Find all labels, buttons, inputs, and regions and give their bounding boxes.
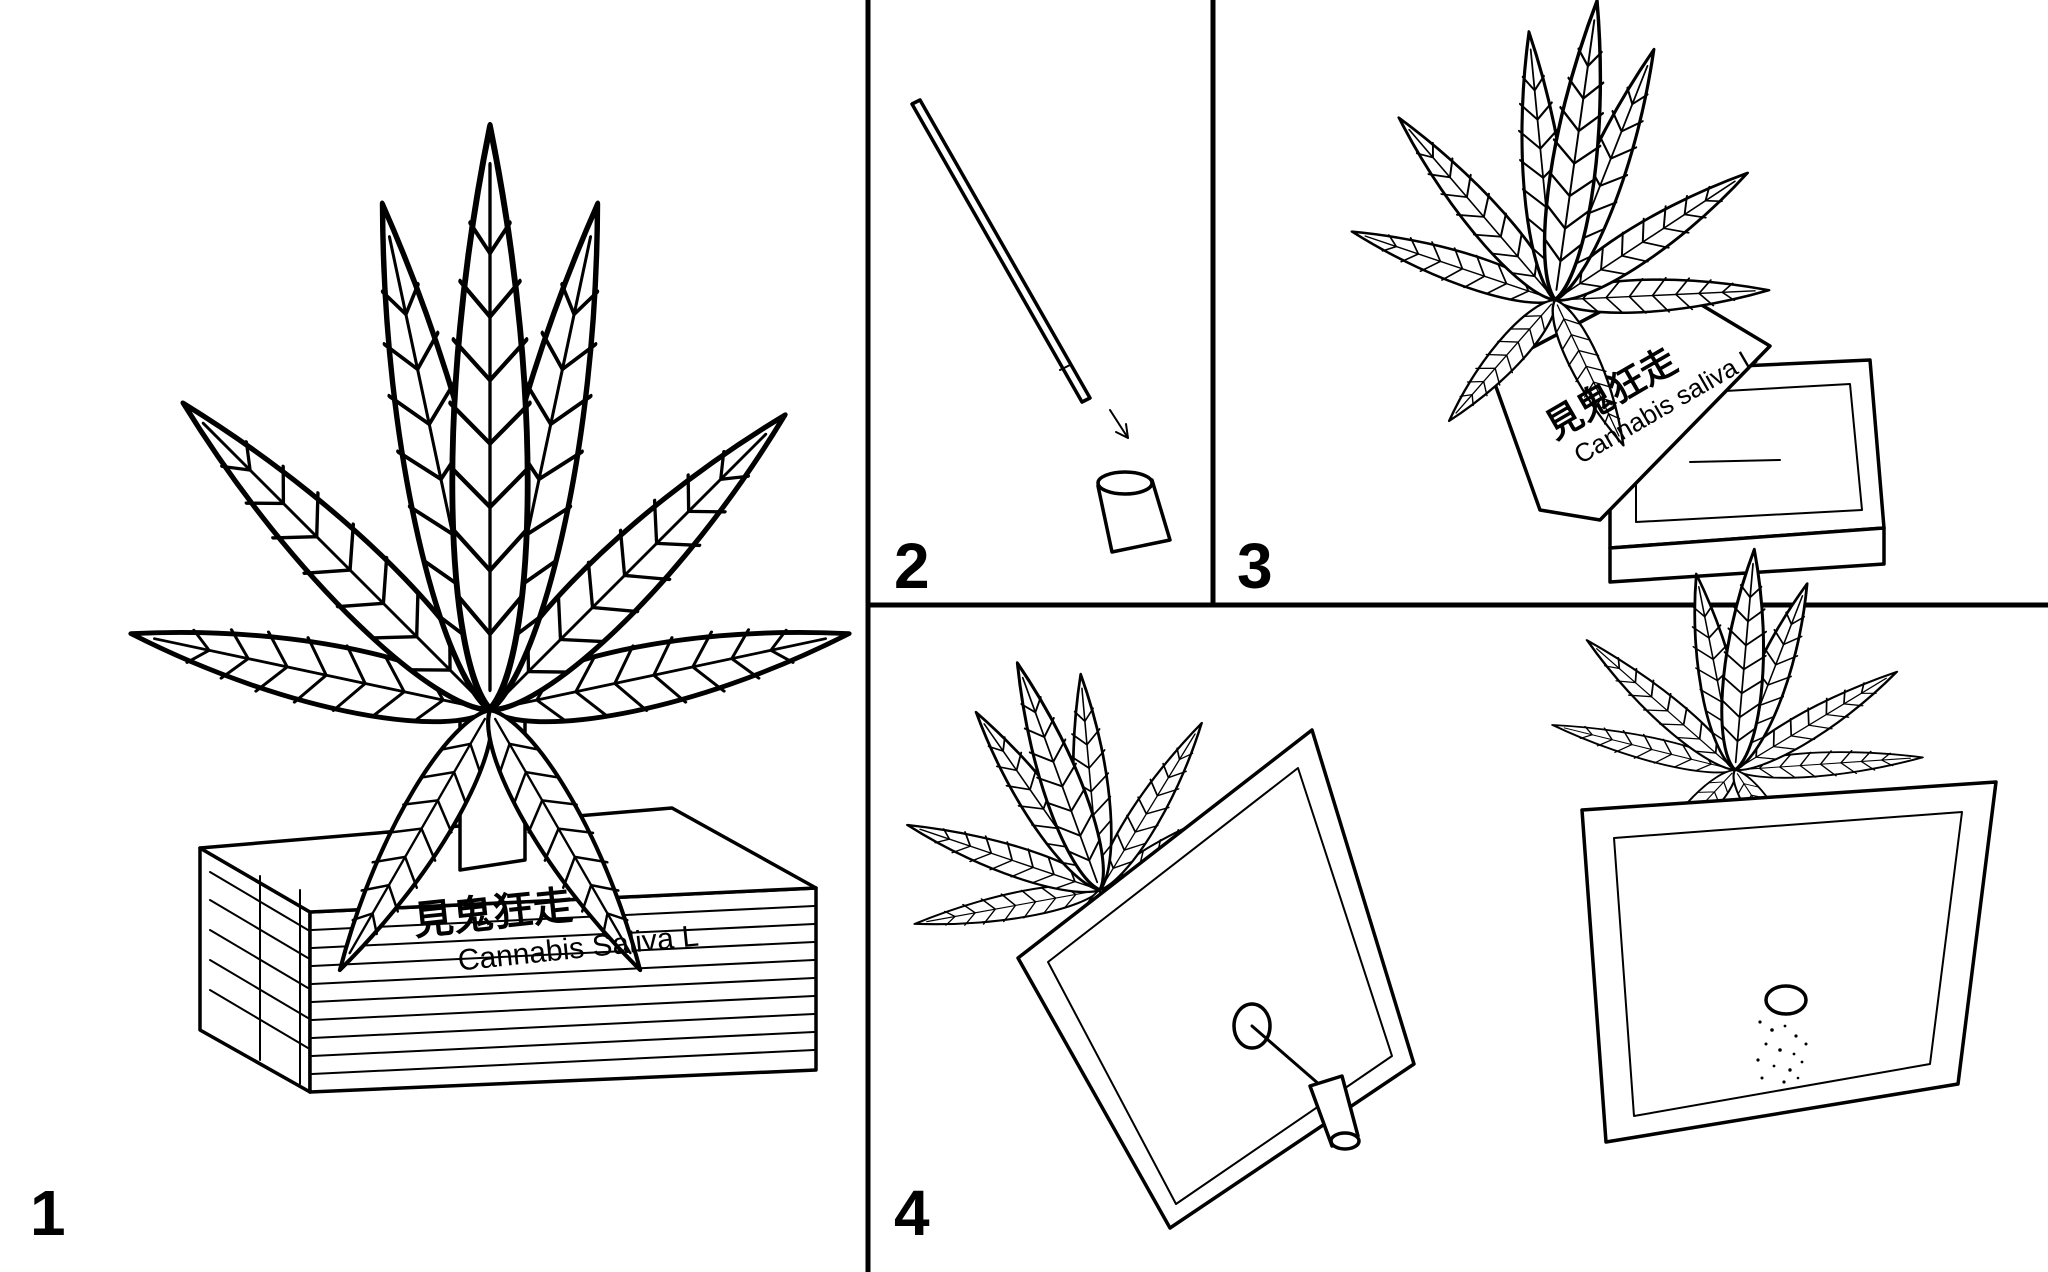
cap-piece: [1096, 470, 1172, 554]
panel-number-3: 3: [1237, 530, 1273, 602]
rod-illustration: [910, 98, 1092, 404]
panel-2: 2: [894, 98, 1172, 602]
panel-3: 見鬼狂走 Cannabis saliva L 3: [1237, 0, 1886, 602]
book-page-lines: [209, 871, 815, 1085]
rod: [910, 98, 1092, 404]
frame-right-outer: [1580, 780, 1998, 1144]
tray-base: [1608, 526, 1886, 584]
assembly-view-left: [840, 598, 1416, 1230]
panel-1: 見鬼狂走 Cannabis Saliva L 1: [30, 126, 856, 1249]
frame-right-inner: [1613, 811, 1963, 1117]
panel-dividers: [865, 0, 2048, 1272]
cap-hole-right: [1764, 984, 1808, 1016]
frame-left-inner: [1047, 767, 1393, 1205]
panel-4: 4: [840, 533, 1998, 1249]
panel-number-4: 4: [894, 1177, 930, 1249]
panel-number-1: 1: [30, 1177, 66, 1249]
assembly-view-right: [1538, 533, 1998, 1144]
panel-number-2: 2: [894, 530, 930, 602]
powder-particles: [1756, 1020, 1808, 1084]
insert-arrow: [1109, 409, 1129, 439]
rod-through-hole: [1250, 1024, 1330, 1094]
